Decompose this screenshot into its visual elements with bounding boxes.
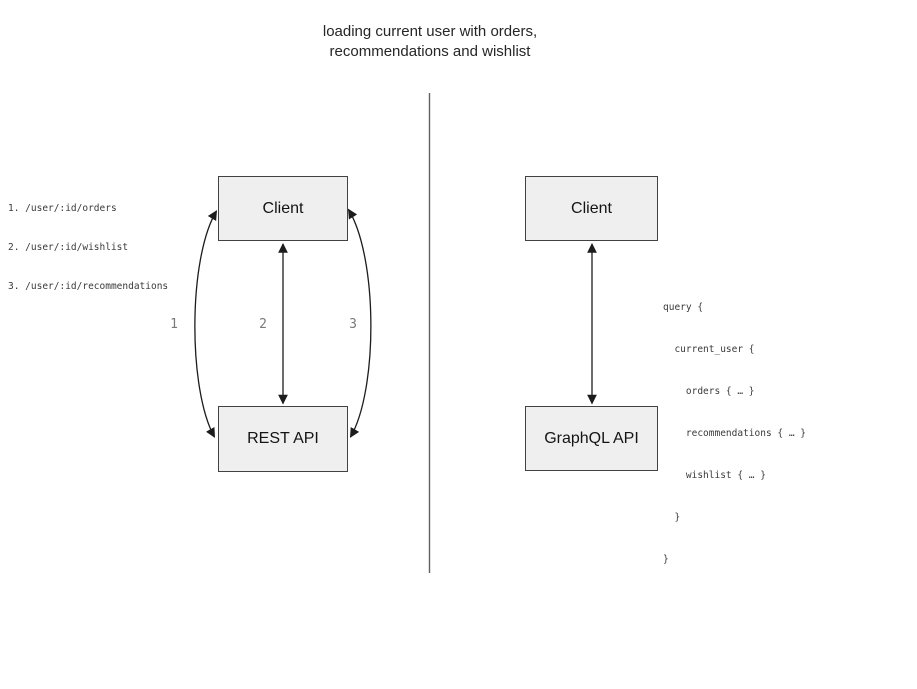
query-line: } <box>663 554 669 565</box>
rest-api-label: REST API <box>247 430 319 447</box>
title-line-1: loading current user with orders, <box>322 23 538 40</box>
graphql-client-node: Client <box>525 176 658 241</box>
query-line: } <box>663 512 681 523</box>
rest-client-node: Client <box>218 176 348 241</box>
query-line: current_user { <box>663 344 755 355</box>
rest-arrow-1-orders <box>194 210 218 438</box>
endpoint-wishlist: 2. /user/:id/wishlist <box>8 242 129 253</box>
rest-client-label: Client <box>262 199 304 217</box>
endpoint-orders: 1. /user/:id/orders <box>8 203 117 214</box>
query-line: wishlist { … } <box>663 470 766 481</box>
arrow-label-1: 1 <box>170 317 178 332</box>
arrow-label-2: 2 <box>259 317 267 332</box>
graphql-api-label: GraphQL API <box>544 429 639 447</box>
graphql-client-label: Client <box>571 199 612 217</box>
query-line: orders { … } <box>663 386 755 397</box>
graphql-api-node: GraphQL API <box>525 406 658 471</box>
query-line: query { <box>663 302 704 313</box>
graphql-query-snippet: query { current_user { orders { … } reco… <box>663 273 806 595</box>
arrow-label-3: 3 <box>349 317 357 332</box>
endpoint-recommendations: 3. /user/:id/recommendations <box>8 281 169 292</box>
rest-api-node: REST API <box>218 406 348 472</box>
rest-endpoint-list: 1. /user/:id/orders 2. /user/:id/wishlis… <box>8 176 168 319</box>
title-line-2: recommendations and wishlist <box>329 43 531 60</box>
page-title: loading current user with orders, recomm… <box>130 22 730 62</box>
query-line: recommendations { … } <box>663 428 806 439</box>
rest-arrow-3-recommendations <box>347 208 372 438</box>
